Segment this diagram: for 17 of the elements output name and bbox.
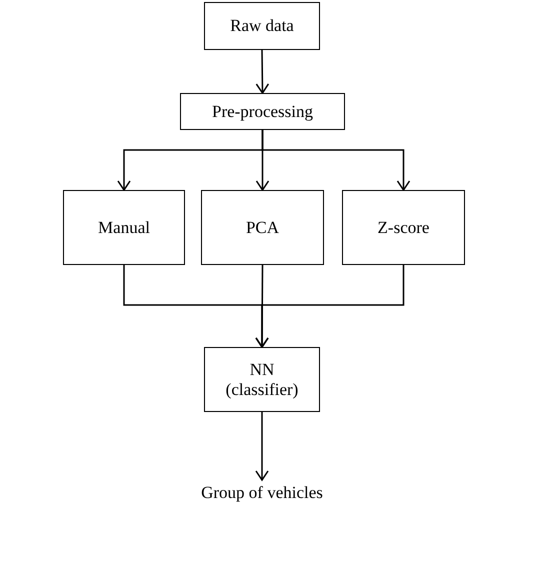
process-box	[342, 190, 465, 265]
connector-arrow	[255, 412, 269, 481]
connector-arrow	[255, 265, 404, 348]
box-label: Manual	[98, 218, 150, 238]
output-label: Group of vehicles	[201, 483, 323, 503]
box-label: Z-score	[378, 218, 430, 238]
box-label: NN (classifier)	[224, 360, 300, 400]
connector-arrow	[256, 50, 270, 94]
box-label: Raw data	[230, 16, 294, 36]
box-label: PCA	[246, 218, 280, 238]
process-box	[201, 190, 324, 265]
process-box	[204, 347, 320, 412]
connector-arrow	[262, 130, 410, 191]
box-label: Pre-processing	[212, 102, 314, 122]
process-box	[63, 190, 185, 265]
process-box	[180, 93, 345, 130]
process-box	[204, 2, 320, 50]
